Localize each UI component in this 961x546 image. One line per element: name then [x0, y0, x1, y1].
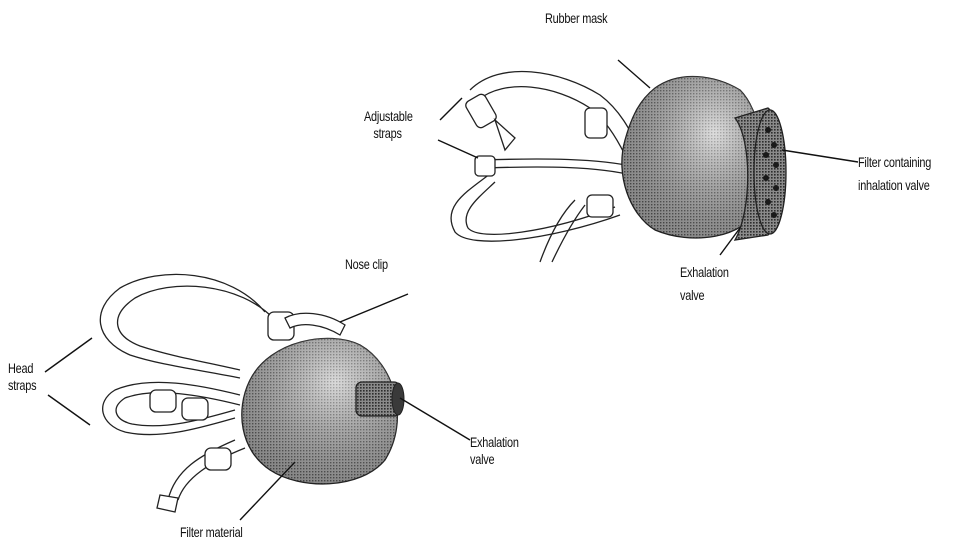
leader-head-straps-1 [45, 338, 92, 372]
label-head-straps-line-1: Head [8, 360, 36, 377]
label-adjustable-straps-line-2: straps [364, 125, 413, 142]
bottom-buckle-2 [150, 390, 176, 412]
bottom-respirator [100, 274, 404, 512]
label-exhalation-top-line-2: valve [680, 281, 729, 304]
leader-filter-inhalation [782, 150, 858, 162]
label-filter-material: Filter material [180, 524, 243, 541]
top-buckle-3 [475, 156, 495, 176]
label-head-straps: Head straps [8, 360, 36, 394]
top-strap-tip [495, 120, 515, 150]
top-buckle-4 [587, 195, 613, 217]
label-exhalation-bottom-line-2: valve [470, 451, 519, 468]
top-buckle-2 [585, 108, 607, 138]
leader-adjustable-straps-1 [440, 98, 462, 120]
label-adjustable-straps: Adjustable straps [364, 108, 413, 142]
bottom-lower-strap [168, 440, 245, 500]
label-head-straps-line-2: straps [8, 377, 36, 394]
leader-filter-material [240, 462, 295, 520]
bottom-outer-strap [100, 274, 275, 378]
label-exhalation-bottom-line-1: Exhalation [470, 434, 519, 451]
label-nose-clip: Nose clip [345, 256, 388, 273]
top-middle-strap [485, 159, 640, 176]
label-filter-inhalation-line-1: Filter containing [858, 154, 931, 171]
top-buckle-1 [464, 93, 498, 130]
label-exhalation-top-line-1: Exhalation [680, 264, 729, 281]
label-exhalation-valve-bottom: Exhalation valve [470, 434, 519, 468]
label-filter-inhalation-line-2: inhalation valve [858, 171, 931, 194]
leader-head-straps-2 [48, 395, 90, 425]
label-rubber-mask: Rubber mask [545, 10, 607, 27]
leader-exhalation-bottom [400, 398, 470, 440]
label-exhalation-valve-top: Exhalation valve [680, 264, 729, 304]
bottom-strap-end [157, 495, 178, 512]
leader-rubber-mask [618, 60, 650, 88]
label-adjustable-straps-line-1: Adjustable [364, 108, 413, 125]
bottom-buckle-3 [182, 398, 208, 420]
leader-nose-clip [340, 294, 408, 322]
bottom-buckle-4 [205, 448, 231, 470]
leader-adjustable-straps-2 [438, 140, 478, 158]
label-filter-inhalation-valve: Filter containing inhalation valve [858, 154, 931, 194]
top-hanging-strap [540, 200, 585, 262]
